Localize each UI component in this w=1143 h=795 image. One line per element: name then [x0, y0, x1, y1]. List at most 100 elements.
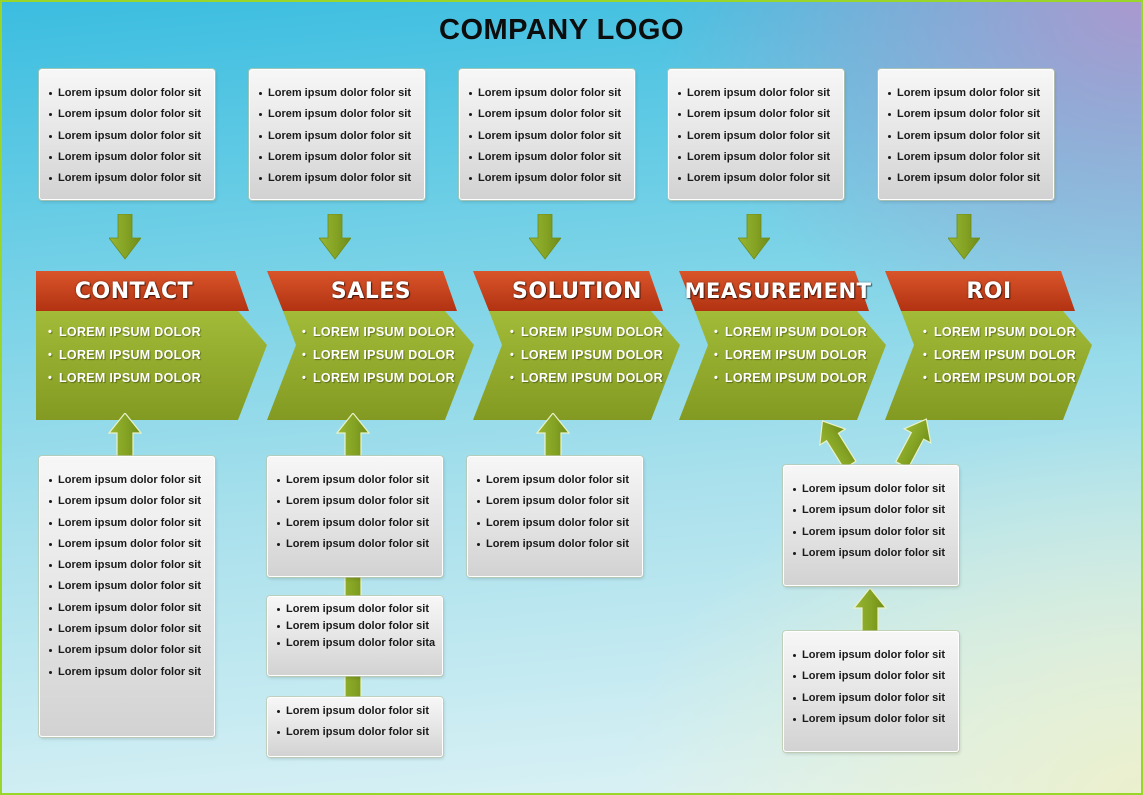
- top-box-3: Lorem ipsum dolor folor sit Lorem ipsum …: [459, 69, 635, 200]
- list-item: Lorem ipsum dolor folor sit: [887, 104, 1047, 125]
- list-item: Lorem ipsum dolor folor sit: [276, 618, 436, 635]
- list-item: Lorem ipsum dolor folor sit: [48, 168, 208, 189]
- list-item: Lorem ipsum dolor folor sit: [792, 500, 952, 521]
- list-item: Lorem ipsum dolor folor sit: [48, 147, 208, 168]
- list-item: Lorem ipsum dolor folor sit: [887, 168, 1047, 189]
- sales-detail-box-2: Lorem ipsum dolor folor sit Lorem ipsum …: [267, 596, 443, 676]
- list-item: Lorem ipsum dolor folor sit: [48, 555, 208, 576]
- down-arrow-icon: [529, 214, 561, 260]
- list-item: Lorem ipsum dolor folor sit: [48, 513, 208, 534]
- list-item: Lorem ipsum dolor folor sit: [276, 470, 436, 491]
- stage-roi: ROI LOREM IPSUM DOLOR LOREM IPSUM DOLOR …: [885, 271, 1093, 421]
- list-item: Lorem ipsum dolor folor sit: [792, 709, 952, 730]
- list-item: Lorem ipsum dolor folor sit: [476, 470, 636, 491]
- list-item: Lorem ipsum dolor folor sit: [276, 722, 436, 743]
- company-logo-title: COMPANY LOGO: [439, 14, 684, 46]
- list-item: Lorem ipsum dolor folor sit: [468, 168, 628, 189]
- list-item: Lorem ipsum dolor folor sit: [677, 104, 837, 125]
- list-item: Lorem ipsum dolor folor sit: [468, 83, 628, 104]
- stage-sales: SALES LOREM IPSUM DOLOR LOREM IPSUM DOLO…: [267, 271, 475, 421]
- stage-contact: CONTACT LOREM IPSUM DOLOR LOREM IPSUM DO…: [36, 271, 268, 421]
- stage-title: MEASUREMENT: [684, 279, 872, 303]
- list-item: Lorem ipsum dolor folor sit: [48, 619, 208, 640]
- list-item: Lorem ipsum dolor folor sit: [48, 662, 208, 683]
- list-item: Lorem ipsum dolor folor sit: [792, 543, 952, 564]
- list-item: Lorem ipsum dolor folor sit: [468, 147, 628, 168]
- sales-detail-box-3: Lorem ipsum dolor folor sit Lorem ipsum …: [267, 697, 443, 757]
- list-item: Lorem ipsum dolor folor sit: [476, 534, 636, 555]
- stage-measurement: MEASUREMENT LOREM IPSUM DOLOR LOREM IPSU…: [679, 271, 887, 421]
- down-arrow-icon: [109, 214, 141, 260]
- stage-item: LOREM IPSUM DOLOR: [302, 370, 455, 393]
- list-item: Lorem ipsum dolor folor sit: [48, 470, 208, 491]
- up-arrow-icon: [536, 413, 570, 457]
- stage-item: LOREM IPSUM DOLOR: [714, 370, 867, 393]
- stage-item: LOREM IPSUM DOLOR: [714, 324, 867, 347]
- list-item: Lorem ipsum dolor folor sit: [792, 688, 952, 709]
- contact-detail-box: Lorem ipsum dolor folor sit Lorem ipsum …: [39, 456, 215, 737]
- list-item: Lorem ipsum dolor folor sit: [258, 83, 418, 104]
- list-item: Lorem ipsum dolor folor sit: [677, 168, 837, 189]
- list-item: Lorem ipsum dolor folor sit: [792, 479, 952, 500]
- stage-item: LOREM IPSUM DOLOR: [510, 370, 663, 393]
- list-item: Lorem ipsum dolor folor sit: [48, 83, 208, 104]
- list-item: Lorem ipsum dolor folor sit: [276, 534, 436, 555]
- list-item: Lorem ipsum dolor folor sit: [48, 576, 208, 597]
- list-item: Lorem ipsum dolor folor sit: [276, 701, 436, 722]
- stage-title: SALES: [330, 279, 412, 304]
- stage-item: LOREM IPSUM DOLOR: [923, 324, 1076, 347]
- up-arrow-icon: [108, 413, 142, 457]
- stage-item: LOREM IPSUM DOLOR: [302, 347, 455, 370]
- list-item: Lorem ipsum dolor folor sit: [677, 83, 837, 104]
- list-item: Lorem ipsum dolor folor sit: [48, 491, 208, 512]
- measurement-detail-box-1: Lorem ipsum dolor folor sit Lorem ipsum …: [783, 465, 959, 586]
- solution-detail-box: Lorem ipsum dolor folor sit Lorem ipsum …: [467, 456, 643, 577]
- top-box-4: Lorem ipsum dolor folor sit Lorem ipsum …: [668, 69, 844, 200]
- list-item: Lorem ipsum dolor folor sit: [476, 513, 636, 534]
- list-item: Lorem ipsum dolor folor sit: [276, 513, 436, 534]
- stage-item: LOREM IPSUM DOLOR: [48, 347, 201, 370]
- list-item: Lorem ipsum dolor folor sit: [468, 104, 628, 125]
- list-item: Lorem ipsum dolor folor sit: [258, 168, 418, 189]
- list-item: Lorem ipsum dolor folor sit: [677, 126, 837, 147]
- up-arrow-icon: [336, 413, 370, 457]
- stage-title: SOLUTION: [512, 279, 642, 304]
- list-item: Lorem ipsum dolor folor sit: [792, 645, 952, 666]
- list-item: Lorem ipsum dolor folor sit: [258, 104, 418, 125]
- stage-title: ROI: [966, 279, 1012, 304]
- stage-item: LOREM IPSUM DOLOR: [923, 370, 1076, 393]
- top-box-2: Lorem ipsum dolor folor sit Lorem ipsum …: [249, 69, 425, 200]
- stage-item: LOREM IPSUM DOLOR: [510, 324, 663, 347]
- list-item: Lorem ipsum dolor folor sit: [792, 666, 952, 687]
- list-item: Lorem ipsum dolor folor sit: [48, 104, 208, 125]
- up-arrow-icon: [818, 410, 938, 470]
- list-item: Lorem ipsum dolor folor sit: [276, 491, 436, 512]
- stage-item: LOREM IPSUM DOLOR: [923, 347, 1076, 370]
- list-item: Lorem ipsum dolor folor sit: [48, 534, 208, 555]
- list-item: Lorem ipsum dolor folor sit: [48, 598, 208, 619]
- list-item: Lorem ipsum dolor folor sit: [677, 147, 837, 168]
- top-box-1: Lorem ipsum dolor folor sit Lorem ipsum …: [39, 69, 215, 200]
- down-arrow-icon: [948, 214, 980, 260]
- list-item: Lorem ipsum dolor folor sit: [792, 522, 952, 543]
- stage-item: LOREM IPSUM DOLOR: [714, 347, 867, 370]
- list-item: Lorem ipsum dolor folor sit: [468, 126, 628, 147]
- down-arrow-icon: [319, 214, 351, 260]
- down-arrow-icon: [738, 214, 770, 260]
- stage-title: CONTACT: [74, 279, 194, 304]
- list-item: Lorem ipsum dolor folor sit: [887, 83, 1047, 104]
- stage-solution: SOLUTION LOREM IPSUM DOLOR LOREM IPSUM D…: [473, 271, 681, 421]
- stage-item: LOREM IPSUM DOLOR: [48, 370, 201, 393]
- list-item: Lorem ipsum dolor folor sit: [887, 126, 1047, 147]
- list-item: Lorem ipsum dolor folor sit: [887, 147, 1047, 168]
- list-item: Lorem ipsum dolor folor sit: [48, 640, 208, 661]
- measurement-detail-box-2: Lorem ipsum dolor folor sit Lorem ipsum …: [783, 631, 959, 752]
- up-arrow-icon: [853, 588, 887, 632]
- list-item: Lorem ipsum dolor folor sit: [48, 126, 208, 147]
- list-item: Lorem ipsum dolor folor sita: [276, 635, 436, 652]
- sales-detail-box-1: Lorem ipsum dolor folor sit Lorem ipsum …: [267, 456, 443, 577]
- list-item: Lorem ipsum dolor folor sit: [258, 126, 418, 147]
- top-box-5: Lorem ipsum dolor folor sit Lorem ipsum …: [878, 69, 1054, 200]
- stage-item: LOREM IPSUM DOLOR: [48, 324, 201, 347]
- stage-item: LOREM IPSUM DOLOR: [302, 324, 455, 347]
